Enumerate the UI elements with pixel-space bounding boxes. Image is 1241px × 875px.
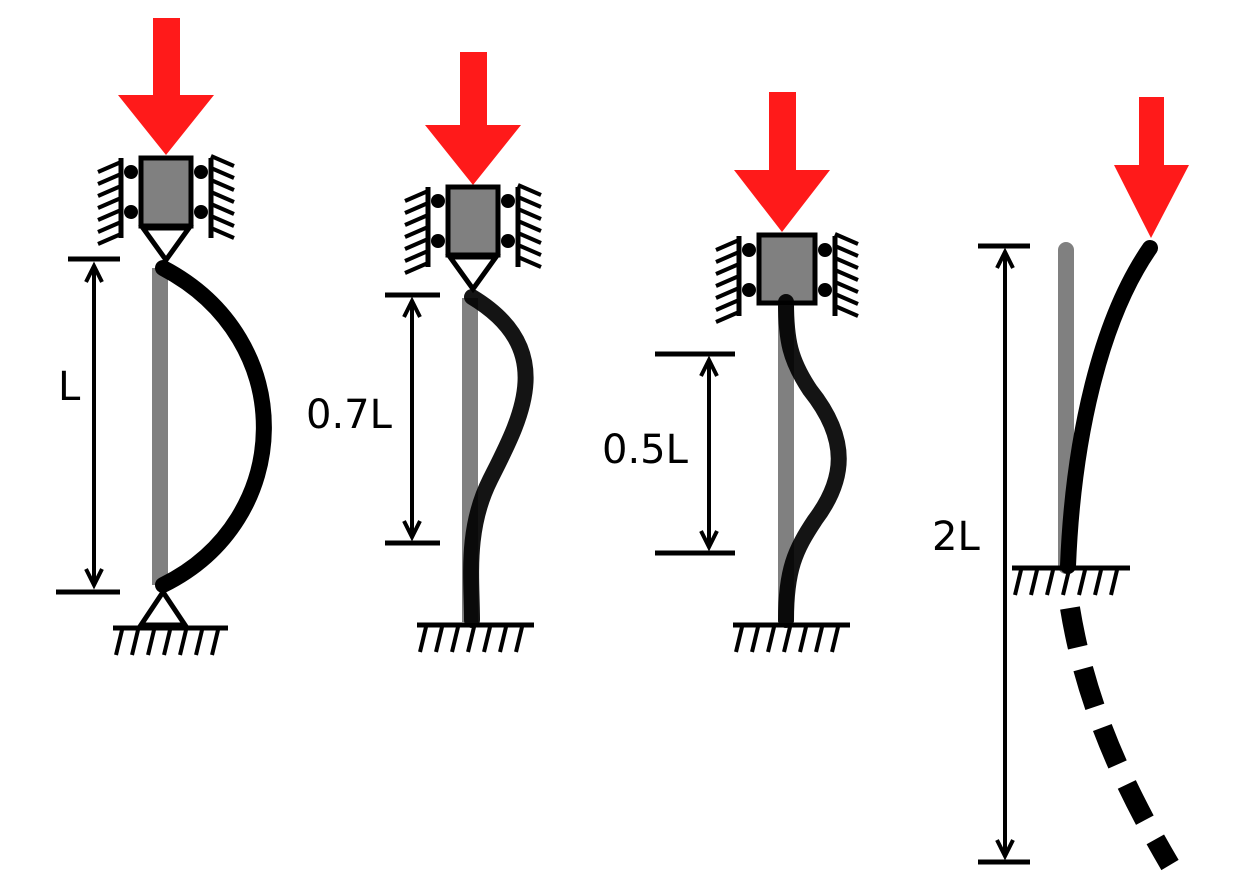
dimension-arrow-icon [978, 243, 1030, 865]
column-fixed-fixed: 0.5L [602, 92, 859, 653]
dimension-arrow-icon [655, 351, 735, 556]
roller-support-icon [715, 232, 859, 324]
length-label: L [58, 364, 81, 410]
down-arrow-icon [734, 92, 830, 232]
column-fixed-free: 2L [932, 97, 1189, 871]
fixed-support-icon [417, 622, 534, 653]
down-arrow-icon [425, 52, 521, 185]
roller-support-icon [404, 183, 542, 275]
length-label: 0.7L [306, 392, 393, 438]
deflected-column [155, 260, 272, 593]
deflected-column [778, 294, 847, 628]
roller-support-icon [97, 154, 235, 246]
column-fixed-pinned: 0.7L [306, 52, 542, 653]
fixed-support-icon [113, 625, 228, 656]
fixed-support-icon [1012, 565, 1130, 596]
pin-support-icon [136, 587, 190, 628]
support-block [138, 155, 194, 229]
pin-support-icon [138, 225, 194, 265]
support-block [756, 232, 818, 306]
dimension-arrow-icon [56, 256, 120, 595]
down-arrow-icon [118, 18, 214, 155]
mirrored-deflection [1060, 606, 1179, 871]
support-block [445, 184, 501, 258]
down-arrow-icon [1114, 97, 1189, 238]
dimension-arrow-icon [385, 292, 440, 546]
deflected-column [1060, 240, 1158, 574]
pin-support-icon [445, 254, 501, 294]
deflected-column [463, 289, 534, 628]
fixed-support-icon [733, 622, 850, 653]
column-pinned-pinned: L [56, 18, 272, 656]
length-label: 0.5L [602, 427, 689, 473]
length-label: 2L [932, 514, 980, 560]
